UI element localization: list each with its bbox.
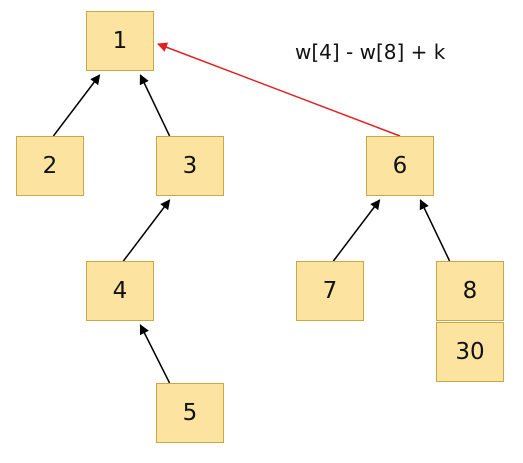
- node-3: 3: [156, 136, 224, 196]
- edge-n2-to-n1: [52, 74, 101, 137]
- node-label: 2: [42, 153, 58, 179]
- node-8: 8: [436, 261, 504, 321]
- node-label: 1: [112, 28, 128, 54]
- edge-n5-to-n4: [139, 324, 171, 384]
- edge-n4-to-n3: [122, 199, 171, 262]
- node-label: 30: [455, 339, 485, 365]
- node-6: 6: [366, 136, 434, 196]
- node-label: 7: [322, 278, 338, 304]
- node-label: 3: [182, 153, 198, 179]
- edge-n6-to-n1: [157, 42, 401, 137]
- node-label: 6: [392, 153, 408, 179]
- node-5: 5: [156, 383, 224, 443]
- node-1: 1: [86, 11, 154, 71]
- node-label: 5: [182, 400, 198, 426]
- node-7: 7: [296, 261, 364, 321]
- node-4: 4: [86, 261, 154, 321]
- formula-annotation: w[4] - w[8] + k: [295, 40, 446, 64]
- node-label: 8: [462, 278, 478, 304]
- node-label: 4: [112, 278, 128, 304]
- edge-n8-to-n6: [419, 199, 451, 262]
- node-30-weight: 30: [436, 322, 504, 382]
- edge-n7-to-n6: [332, 199, 381, 262]
- node-2: 2: [16, 136, 84, 196]
- edge-n3-to-n1: [139, 74, 171, 137]
